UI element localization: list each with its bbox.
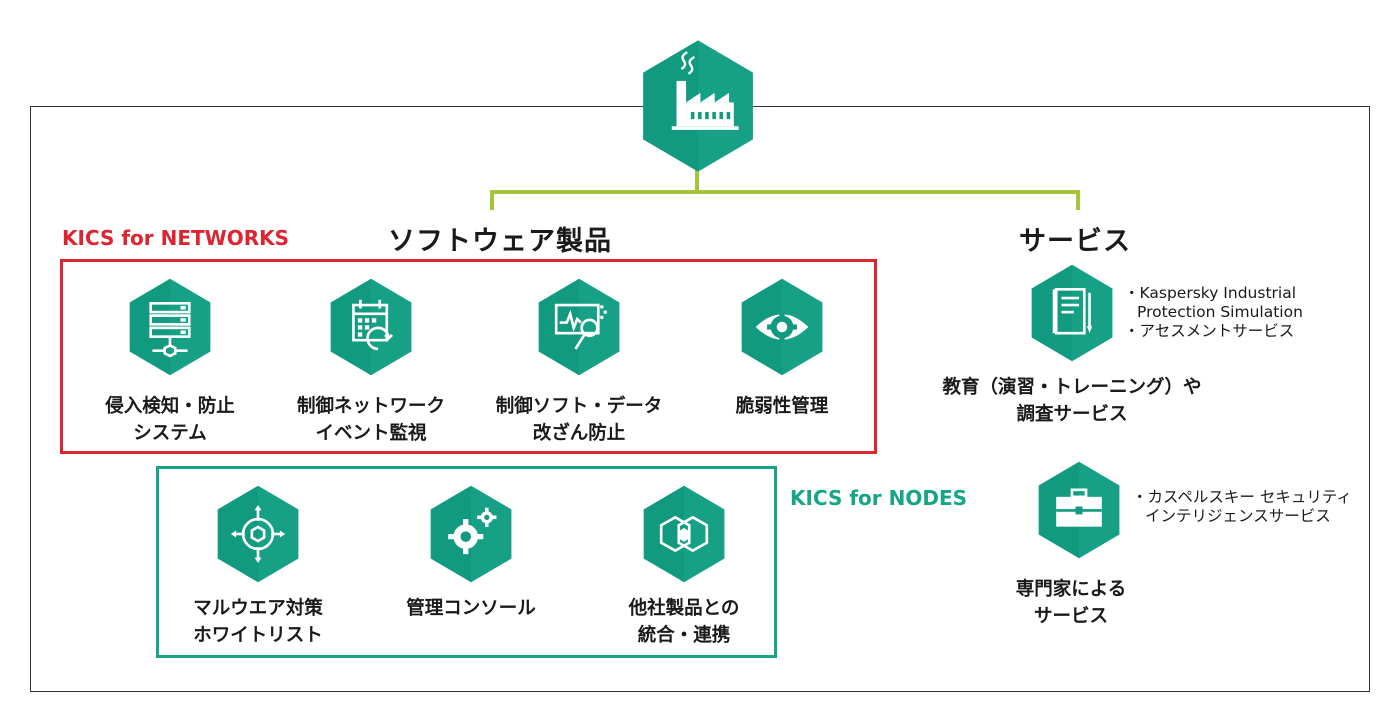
nodes-group-label: KICS for NODES — [790, 486, 968, 510]
calendar-monitor-icon — [327, 277, 415, 377]
nodes-box — [156, 466, 777, 658]
service-1-bullet-2: ・アセスメントサービス — [1124, 322, 1295, 340]
factory-icon — [638, 38, 758, 174]
service-2-line1: 専門家による — [1015, 579, 1127, 600]
networks-item-1-line1: 侵入検知・防止 — [105, 396, 235, 417]
screen-magnifier-icon — [535, 277, 623, 377]
nodes-item-1-caption: マルウエア対策 ホワイトリスト — [193, 595, 323, 649]
gears-icon — [427, 484, 515, 584]
service-1-bullet-1-line1: ・Kaspersky Industrial — [1124, 284, 1297, 302]
nodes-item-1-line2: ホワイトリスト — [193, 625, 323, 646]
software-heading: ソフトウェア製品 — [388, 226, 612, 257]
networks-group-label: KICS for NETWORKS — [62, 226, 290, 250]
nodes-item-2-caption: 管理コンソール — [406, 595, 536, 622]
service-1-bullets: ・Kaspersky Industrial Protection Simulat… — [1124, 284, 1303, 341]
service-2-bullet-1-line1: ・カスペルスキー セキュリティ — [1132, 488, 1352, 506]
connector-vertical — [695, 170, 699, 194]
service-1-caption: 教育（演習・トレーニング）や 調査サービス — [942, 374, 1201, 428]
networks-box — [60, 259, 877, 454]
networks-item-2-line2: イベント監視 — [315, 423, 427, 444]
nodes-item-3-caption: 他社製品との 統合・連携 — [629, 595, 740, 649]
networks-item-1-caption: 侵入検知・防止 システム — [105, 393, 235, 447]
service-2-line2: サービス — [1033, 606, 1109, 627]
networks-item-4-caption: 脆弱性管理 — [736, 393, 829, 420]
connector-horizontal — [490, 190, 1080, 194]
crosshair-hex-icon — [214, 484, 302, 584]
service-2-bullet-1-line2: インテリジェンスサービス — [1145, 507, 1331, 525]
services-heading: サービス — [1019, 226, 1131, 257]
nodes-item-2-line1: 管理コンソール — [406, 598, 536, 619]
service-1-line2: 調査サービス — [1016, 404, 1128, 425]
networks-item-2-line1: 制御ネットワーク — [296, 396, 446, 417]
connector-right-drop — [1076, 190, 1080, 210]
networks-item-3-line1: 制御ソフト・データ — [495, 396, 663, 417]
networks-item-2-caption: 制御ネットワーク イベント監視 — [297, 393, 445, 447]
briefcase-icon — [1035, 460, 1123, 560]
networks-item-3-line2: 改ざん防止 — [532, 423, 626, 444]
nodes-item-3-line1: 他社製品との — [628, 598, 740, 619]
nodes-item-3-line2: 統合・連携 — [637, 625, 731, 646]
service-1-bullet-1-line2: Protection Simulation — [1137, 303, 1303, 321]
notebook-icon — [1028, 263, 1116, 363]
networks-item-1-line2: システム — [133, 423, 207, 444]
linked-hexagons-icon — [640, 484, 728, 584]
service-2-caption: 専門家による サービス — [1016, 576, 1126, 630]
eye-gear-icon — [738, 277, 826, 377]
networks-item-3-caption: 制御ソフト・データ 改ざん防止 — [496, 393, 663, 447]
nodes-item-1-line1: マルウエア対策 — [193, 598, 323, 619]
service-1-line1: 教育（演習・トレーニング）や — [942, 377, 1202, 398]
service-2-bullets: ・カスペルスキー セキュリティ インテリジェンスサービス — [1132, 488, 1352, 526]
networks-item-4-line1: 脆弱性管理 — [735, 396, 829, 417]
connector-left-drop — [490, 190, 494, 210]
server-network-icon — [126, 277, 214, 377]
